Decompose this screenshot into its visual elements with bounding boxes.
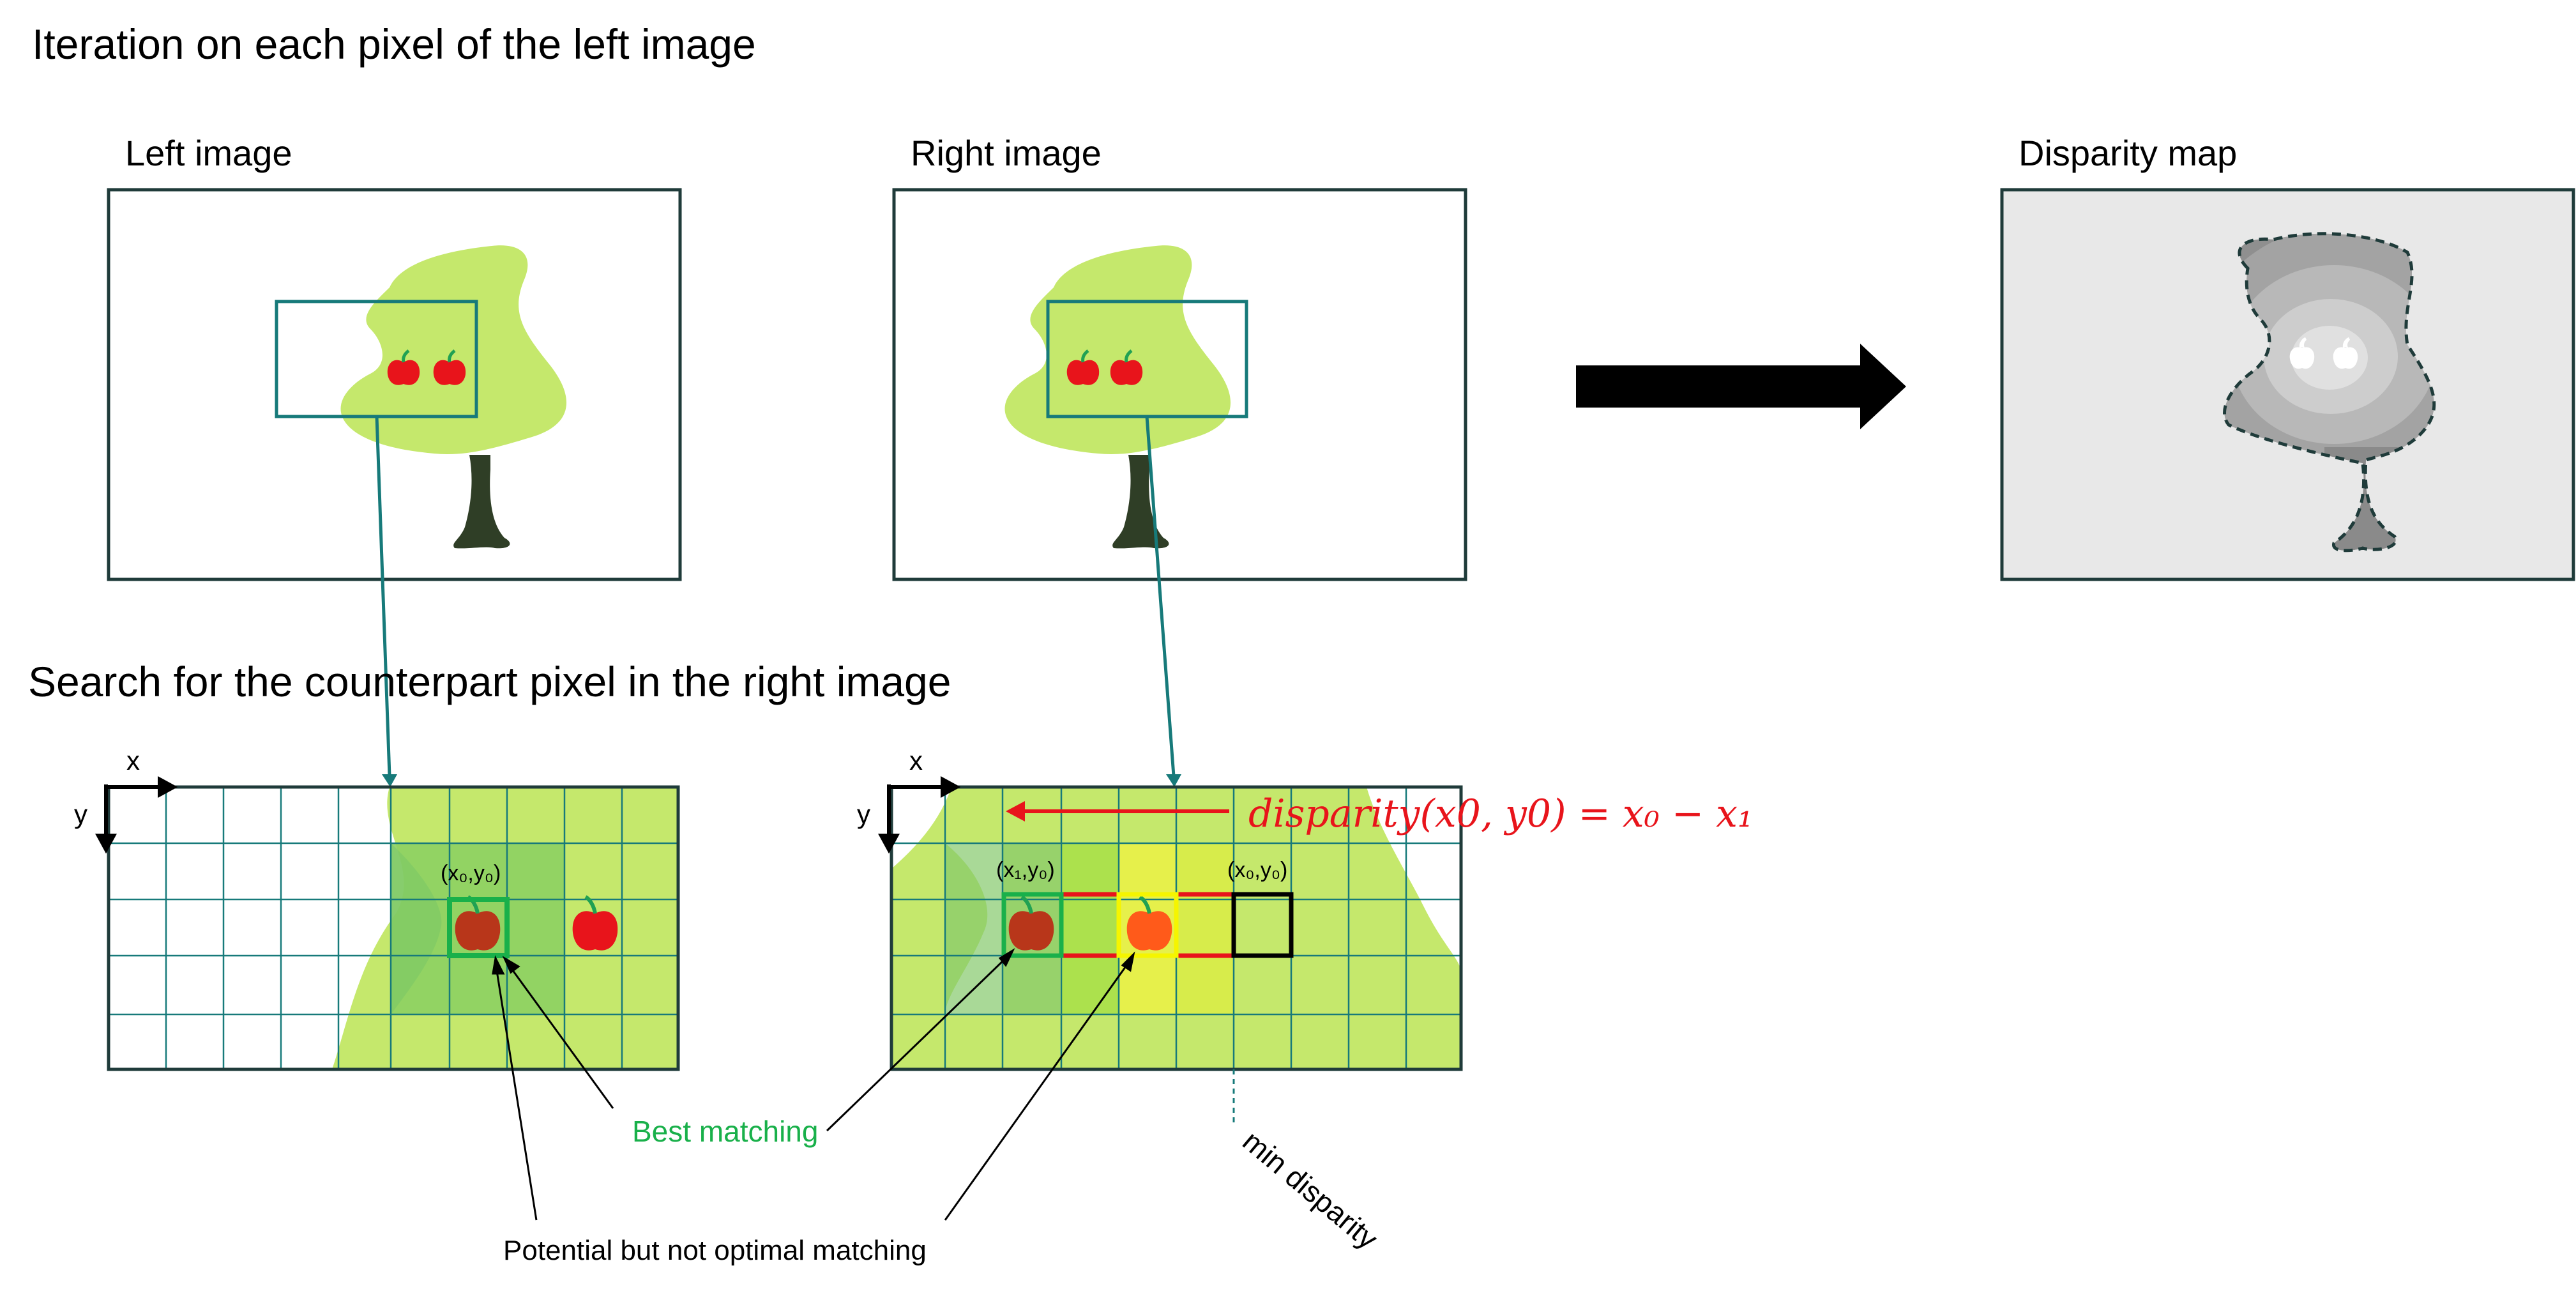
left-search-window: [275, 300, 478, 418]
left-y-axis-label: y: [74, 799, 87, 829]
disparity-arrow-head: [1006, 801, 1025, 822]
result-arrow: [1576, 344, 1906, 429]
right-coord-x0y0: (x₀,y₀): [1227, 858, 1288, 882]
left-grid-apples: [455, 895, 618, 951]
right-grid-axes: [877, 776, 961, 854]
right-coord-x1y0: (x₁,y₀): [996, 858, 1055, 882]
left-image-panel: [107, 188, 682, 581]
right-apples: [1066, 349, 1143, 385]
left-connector-line: [375, 416, 391, 777]
left-reference-pixel-box: [447, 897, 510, 958]
right-image-panel: [892, 188, 1467, 581]
right-x-axis-label: x: [909, 745, 923, 776]
right-grid-apples: [1008, 895, 1172, 951]
left-x-axis-label: x: [126, 745, 140, 776]
candidate-box-yellow: [1116, 892, 1179, 958]
left-coord-x0y0: (x₀,y₀): [441, 861, 501, 885]
right-y-axis-label: y: [857, 799, 870, 829]
potential-matching-label: Potential but not optimal matching: [503, 1235, 927, 1266]
left-grid-axes: [95, 776, 178, 854]
best-match-box: [1001, 892, 1064, 958]
heading-search: Search for the counterpart pixel in the …: [28, 658, 951, 705]
disparity-apples: [2289, 337, 2358, 369]
left-tree-trunk: [453, 455, 510, 549]
disparity-formula: disparity(x0, y0) = x₀ − x₁: [1248, 791, 1754, 836]
annotation-pointers: [492, 948, 1135, 1221]
left-grid-lines: [109, 787, 678, 1069]
disparity-map-title: Disparity map: [2019, 133, 2238, 173]
right-tree-canopy: [1004, 245, 1231, 454]
left-apples: [387, 349, 466, 385]
x0-position-box: [1231, 892, 1294, 958]
right-image-title: Right image: [911, 133, 1102, 173]
best-matching-label: Best matching: [632, 1115, 819, 1148]
disparity-map-panel: [2000, 188, 2575, 581]
right-connector-line: [1145, 416, 1176, 777]
heading-iteration: Iteration on each pixel of the left imag…: [32, 20, 756, 68]
left-image-title: Left image: [125, 133, 292, 173]
